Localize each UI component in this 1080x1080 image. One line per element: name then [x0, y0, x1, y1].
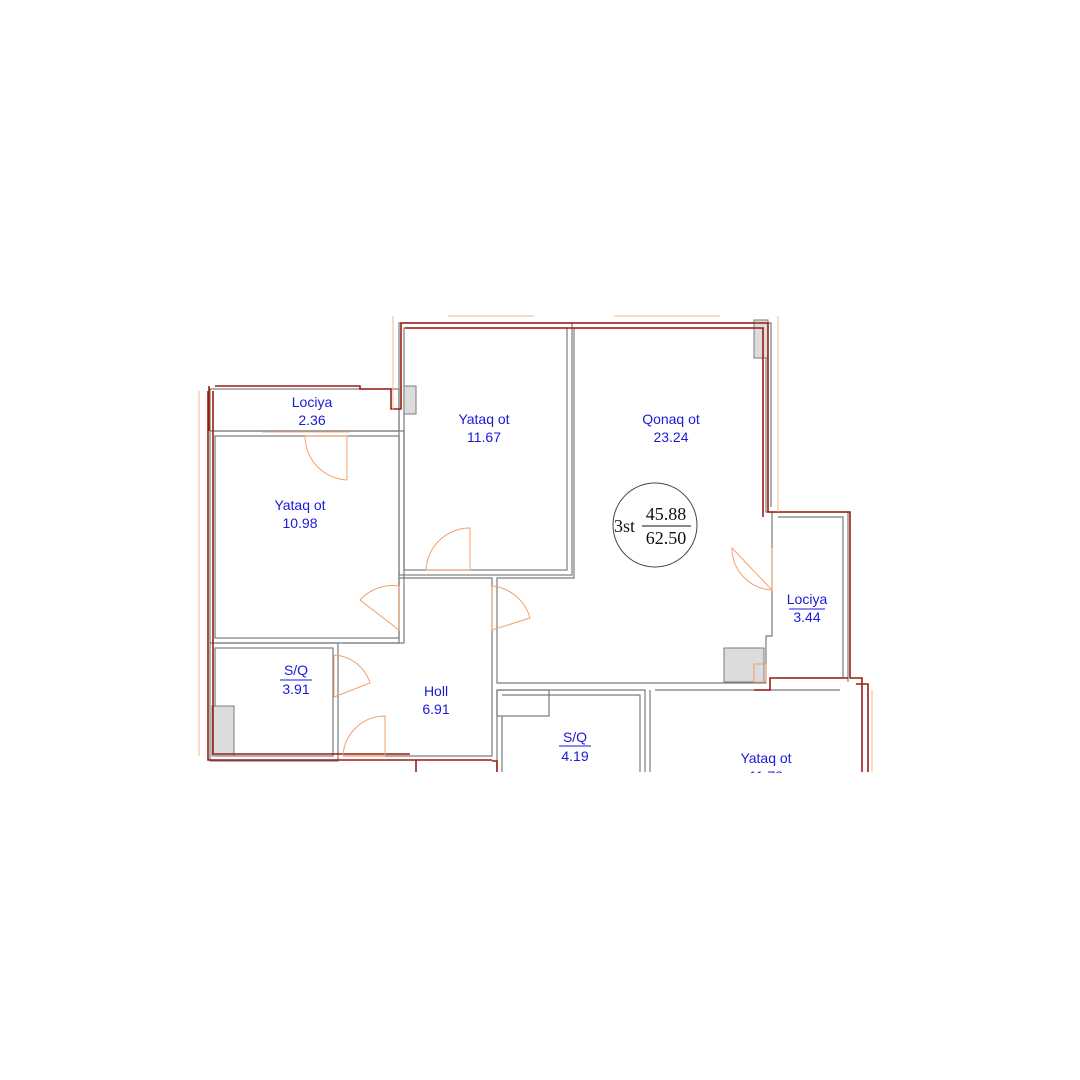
- badge-circle: [612, 482, 698, 568]
- room-area: 10.98: [282, 515, 317, 531]
- exterior-wall-right-bottom: [754, 677, 848, 691]
- room-area: 2.36: [298, 412, 325, 428]
- bathroom-left-wall: [214, 647, 334, 757]
- bedroom-middle-wall: [403, 327, 568, 571]
- room-bedroom-left: Yataq ot 10.98: [274, 497, 325, 531]
- exterior-wall-left-inner: [212, 391, 410, 755]
- windows: [198, 315, 873, 772]
- room-area: 3.91: [282, 681, 309, 697]
- door-bedroom-middle[interactable]: [425, 527, 471, 571]
- door-bedroom-left[interactable]: [359, 585, 400, 632]
- living-room-wall: [496, 327, 773, 684]
- room-hall: Holl 6.91: [422, 683, 449, 717]
- bathroom-left-wall-outer: [209, 642, 339, 762]
- living-area: 45.88: [646, 504, 687, 524]
- exterior-wall-top-inner: [405, 327, 764, 517]
- room-loggia-right: Lociya 3.44: [787, 591, 828, 625]
- door-loggia-top[interactable]: [304, 435, 348, 481]
- bedroom-middle-wall-outer: [398, 322, 573, 576]
- doors: [304, 435, 773, 757]
- loggia-top-wall: [209, 388, 400, 432]
- bathroom-bottom-shaft: [496, 689, 550, 717]
- total-area: 62.50: [646, 528, 687, 548]
- rooms-count: 3st: [614, 516, 635, 536]
- room-name: Qonaq ot: [642, 411, 700, 427]
- exterior-wall-bottom-mid: [492, 760, 498, 772]
- room-area: 23.24: [653, 429, 688, 445]
- room-name: Yataq ot: [274, 497, 325, 513]
- door-bathroom-left[interactable]: [333, 654, 371, 698]
- hall-wall: [343, 577, 493, 757]
- room-loggia-top: Lociya 2.36: [292, 394, 333, 428]
- shaft-living: [723, 647, 765, 683]
- room-name: S/Q: [284, 662, 308, 678]
- door-loggia-right-small: [753, 663, 767, 683]
- door-loggia-right[interactable]: [731, 546, 773, 592]
- exterior-wall-top: [215, 322, 863, 772]
- room-area: 4.19: [561, 748, 588, 764]
- bathroom-bottom-wall-inner: [502, 694, 641, 772]
- crop-mask: [190, 773, 890, 813]
- room-name: Yataq ot: [740, 750, 791, 766]
- apartment-summary-badge: 3st 45.88 62.50: [612, 482, 698, 568]
- room-living-room: Qonaq ot 23.24: [642, 411, 700, 445]
- interior-walls: [209, 319, 849, 772]
- room-area: 6.91: [422, 701, 449, 717]
- exterior-walls: [207, 322, 869, 772]
- room-name: Lociya: [787, 591, 828, 607]
- door-hall[interactable]: [342, 715, 386, 757]
- exterior-wall-left: [207, 391, 417, 772]
- room-name: Lociya: [292, 394, 333, 410]
- room-bathroom-bottom: S/Q 4.19: [559, 729, 591, 764]
- shaft-top-left: [403, 385, 417, 415]
- room-labels: Lociya 2.36 Yataq ot 11.67 Qonaq ot 23.2…: [274, 394, 827, 784]
- room-name: Yataq ot: [458, 411, 509, 427]
- room-bedroom-middle: Yataq ot 11.67: [458, 411, 509, 445]
- room-name: S/Q: [563, 729, 587, 745]
- room-area: 11.67: [467, 429, 501, 445]
- bedroom-left-wall: [214, 435, 400, 639]
- exterior-wall-right-edge: [856, 683, 869, 772]
- shaft-top-right: [753, 319, 769, 359]
- room-bathroom-left: S/Q 3.91: [280, 662, 312, 697]
- room-name: Holl: [424, 683, 448, 699]
- room-area: 3.44: [793, 609, 820, 625]
- door-living-room[interactable]: [491, 585, 531, 631]
- shaft-left: [211, 705, 235, 757]
